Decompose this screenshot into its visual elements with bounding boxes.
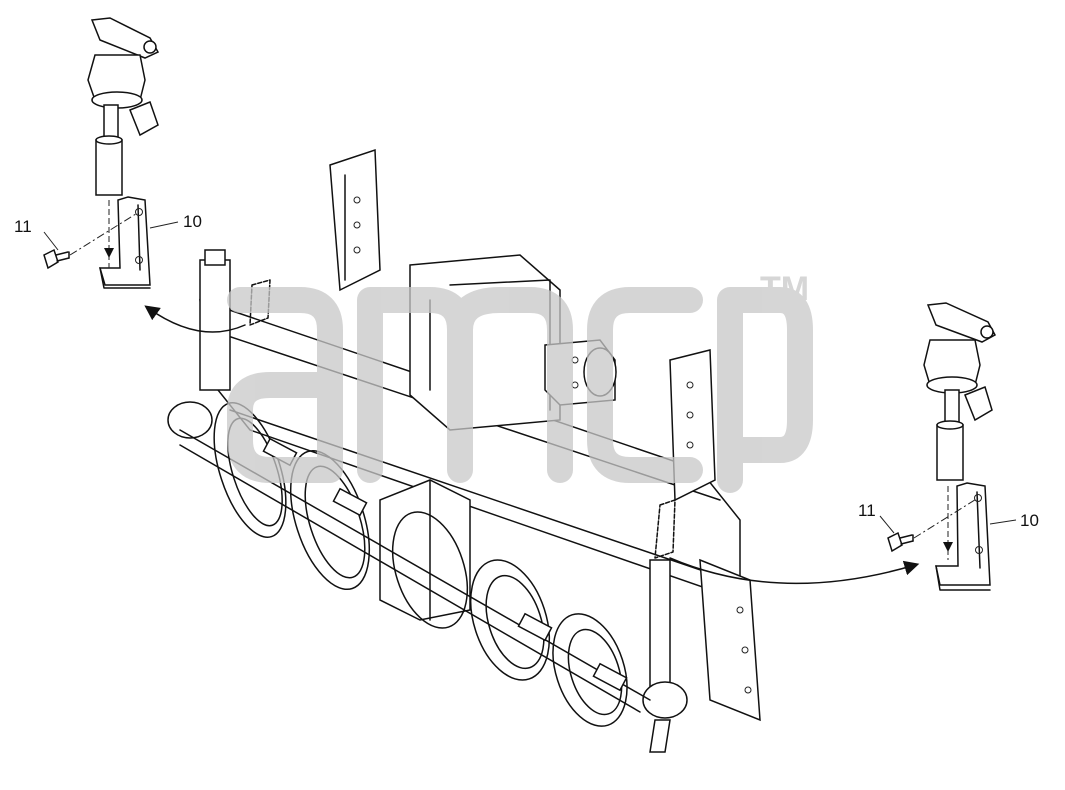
watermark-logo xyxy=(227,287,813,493)
right-bracket-leader xyxy=(989,519,1017,525)
left-bracket-leader xyxy=(149,221,179,229)
left-centerline xyxy=(69,211,140,256)
left-bolt xyxy=(43,248,70,270)
left-exploded-arrow xyxy=(144,305,246,333)
left-detail-handle xyxy=(87,17,160,196)
right-detail-handle xyxy=(923,302,997,481)
right-bolt-leader xyxy=(879,515,895,534)
right-bracket-callout: 10 xyxy=(1020,511,1039,530)
left-bracket-callout: 10 xyxy=(183,212,202,231)
left-bolt-leader xyxy=(43,231,59,251)
right-bracket xyxy=(935,482,991,591)
right-insertion-arrow xyxy=(943,542,953,552)
left-bolt-callout: 11 xyxy=(14,217,32,236)
watermark-tm: TM xyxy=(760,270,809,308)
right-exploded-arrow xyxy=(669,557,920,585)
left-insertion-arrow xyxy=(104,248,114,258)
right-bolt xyxy=(887,531,914,553)
right-bolt-callout: 11 xyxy=(858,501,876,520)
right-centerline xyxy=(913,497,979,539)
left-bracket xyxy=(98,196,151,289)
